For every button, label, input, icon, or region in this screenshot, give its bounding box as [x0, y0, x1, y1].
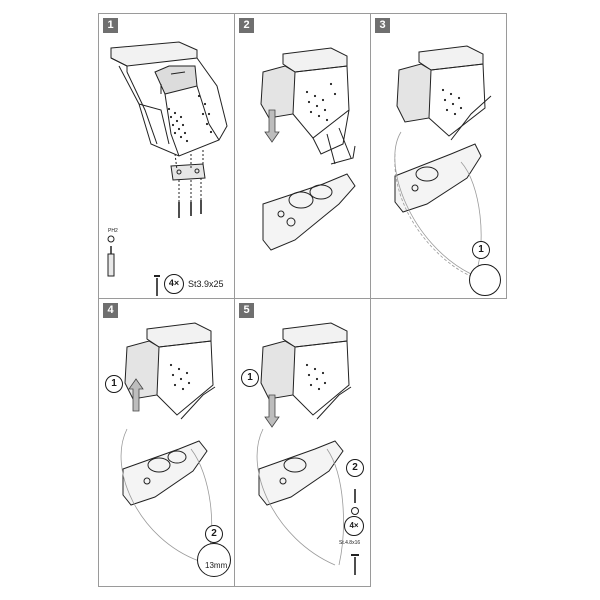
callout-2: 2 [346, 459, 364, 477]
step-number: 2 [239, 18, 254, 33]
measure-label: 13mm [205, 561, 228, 570]
screw-spec-label: St.4.8x16 [339, 540, 361, 546]
armrest-adjust-illustration [120, 322, 219, 566]
step-number: 3 [375, 18, 390, 33]
callout-1: 1 [472, 241, 490, 259]
phillips-bit-icon [351, 507, 359, 515]
armrest-top-view-illustration [107, 41, 228, 296]
screw-count-badge: 4× [164, 274, 184, 294]
step-3-panel: 3 1 [370, 13, 507, 299]
step-4-panel: 4 1 2 13mm [98, 298, 235, 587]
screw-spec-label: St3.9x25 [188, 279, 224, 289]
step-number: 5 [239, 303, 254, 318]
armrest-final-illustration [256, 322, 359, 575]
callout-2: 2 [205, 525, 223, 543]
down-arrow-icon [264, 109, 280, 143]
armrest-cable-illustration [394, 45, 492, 291]
clip-detail-circle [469, 264, 501, 296]
callout-1: 1 [241, 369, 259, 387]
step-number: 4 [103, 303, 118, 318]
measure-detail-circle [197, 543, 231, 577]
down-arrow-icon [264, 394, 280, 428]
armrest-install-illustration [260, 47, 356, 251]
tool-label: PH2 [108, 228, 118, 234]
screw-count-badge: 4× [344, 516, 364, 536]
step-5-panel: 5 1 2 4× St.4.8x16 [234, 298, 371, 587]
callout-1: 1 [105, 375, 123, 393]
step-1-panel: 1 [98, 13, 235, 299]
step-number: 1 [103, 18, 118, 33]
step-2-panel: 2 [234, 13, 371, 299]
up-arrow-icon [128, 378, 144, 412]
